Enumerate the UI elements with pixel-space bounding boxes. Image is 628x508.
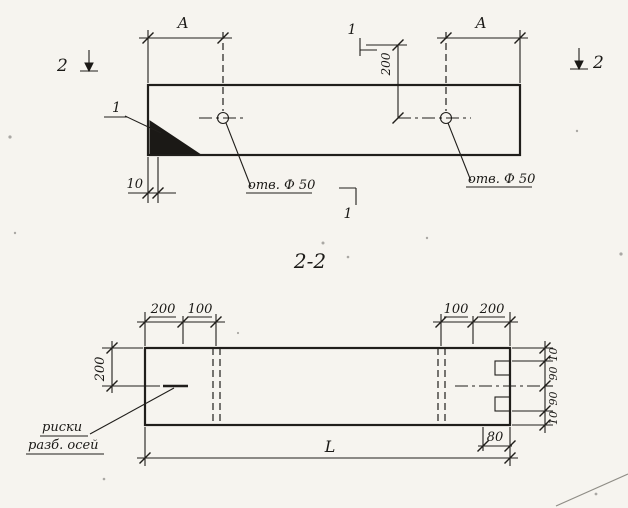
dim-tr-100-label: 100 [444, 302, 469, 317]
section-2-right-label: 2 [592, 53, 604, 73]
dim-200-label: 200 [379, 52, 393, 76]
section-view-title: 2-2 [293, 249, 326, 273]
dim-80-label: 80 [487, 430, 504, 445]
hole-left-callout: отв. Ф 50 [248, 178, 315, 193]
section-2-left-label: 2 [56, 56, 68, 76]
scan-artifacts [8, 129, 628, 507]
embed-square-bottom [494, 396, 511, 412]
section-2-left-arrow [84, 62, 94, 73]
dim-a-left-label: A [176, 14, 189, 32]
dim-a-right-label: A [474, 14, 487, 32]
section-2-right-arrow [574, 60, 584, 71]
detail-1-leader [124, 115, 162, 134]
hole-right-leader [447, 122, 472, 182]
detail-1-label: 1 [112, 100, 121, 116]
corner-plate [149, 120, 201, 155]
axis-callout-line1: риски [42, 420, 82, 435]
dim-tl-100-label: 100 [188, 302, 213, 317]
section-view: 2-2 200 100 100 20 [26, 249, 560, 466]
section-1-bottom-label: 1 [344, 206, 353, 222]
dim-L-label: L [324, 437, 336, 456]
page-corner-line [555, 473, 628, 507]
dim-tl-200-label: 200 [150, 302, 176, 317]
section-1-top-label: 1 [348, 22, 357, 38]
dim-right-90b-label: 90 [547, 392, 560, 406]
axis-callout-leader [89, 387, 175, 435]
beam-outline [146, 83, 522, 157]
axis-callout-line2: разб. осей [28, 438, 99, 453]
dim-left200-label: 200 [93, 357, 108, 383]
dim-right-90a-label: 90 [547, 367, 560, 381]
dim-right-10b-label: 10 [547, 411, 560, 425]
dim-10-label: 10 [126, 177, 143, 192]
hole-right-callout: отв. Ф 50 [468, 172, 535, 187]
plan-view: 1 A A 200 1 1 [56, 14, 604, 222]
dim-tr-200-label: 200 [479, 302, 505, 317]
dim-right-10a-label: 10 [547, 348, 560, 362]
embed-square-top [494, 360, 511, 376]
hole-left-leader [225, 122, 252, 188]
